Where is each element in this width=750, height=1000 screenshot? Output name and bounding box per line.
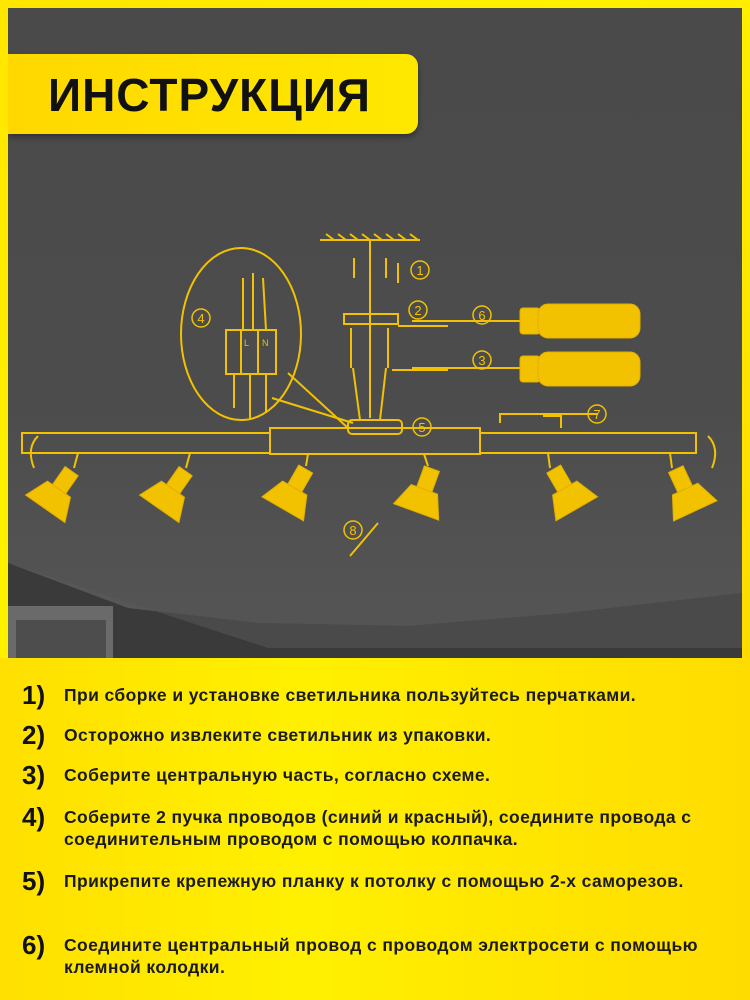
step-text: Прикрепите крепежную планку к потолку с … xyxy=(64,871,684,891)
step-text: Соберите 2 пучка проводов (синий и красн… xyxy=(64,807,692,849)
diagram-label-7: 7 xyxy=(593,407,600,422)
step-text: Соедините центральный провод с проводом … xyxy=(64,935,698,977)
terminal-letter-n: N xyxy=(262,338,269,348)
diagram-label-1: 1 xyxy=(416,263,423,278)
title-badge: ИНСТРУКЦИЯ xyxy=(8,54,418,134)
step-number: 4) xyxy=(22,802,46,832)
step-number: 5) xyxy=(22,866,46,896)
diagram-label-4: 4 xyxy=(197,311,204,326)
diagram-label-2: 2 xyxy=(414,303,421,318)
diagram-label-5: 5 xyxy=(418,420,425,435)
step-text: Осторожно извлеките светильник из упаков… xyxy=(64,725,492,745)
step-number: 3) xyxy=(22,760,46,790)
diagram-label-6: 6 xyxy=(478,308,485,323)
step-number: 6) xyxy=(22,930,46,960)
step-text: При сборке и установке светильника польз… xyxy=(64,685,637,705)
diagram-label-8: 8 xyxy=(349,523,356,538)
steps-list: 1) При сборке и установке светильника по… xyxy=(0,658,750,1000)
step-text: Соберите центральную часть, согласно схе… xyxy=(64,765,491,785)
step-number: 2) xyxy=(22,720,46,750)
ceiling-photo: 1 2 3 4 5 6 7 8 L N ИНСТРУКЦИЯ xyxy=(8,8,742,658)
step-number: 1) xyxy=(22,680,46,710)
page-title: ИНСТРУКЦИЯ xyxy=(48,69,371,121)
terminal-letter-l: L xyxy=(244,338,249,348)
assembly-diagram: 1 2 3 4 5 6 7 8 L N xyxy=(8,233,742,658)
diagram-label-3: 3 xyxy=(478,353,485,368)
